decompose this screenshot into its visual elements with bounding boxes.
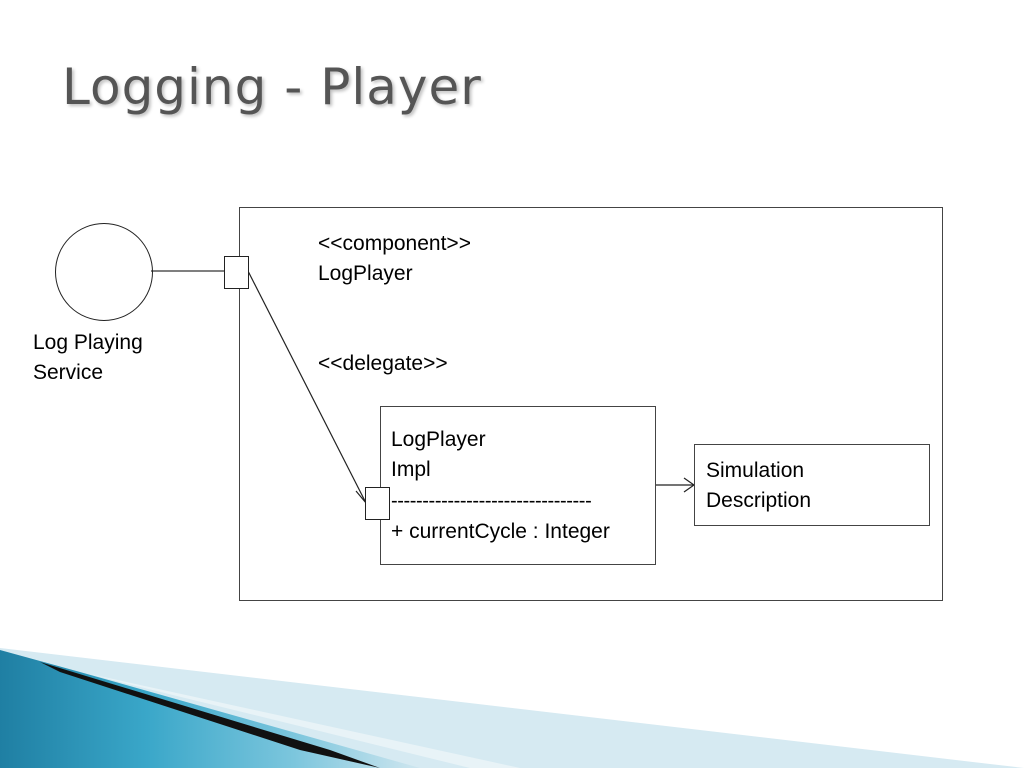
impl-class-name-line2: Impl <box>391 458 431 481</box>
swoosh-teal <box>0 650 420 768</box>
interface-label-line1: Log Playing <box>33 331 143 354</box>
component-port <box>224 256 249 289</box>
delegate-stereotype: <<delegate>> <box>318 352 448 375</box>
delegate-connector <box>247 270 367 504</box>
impl-class-attribute: + currentCycle : Integer <box>391 520 610 543</box>
impl-class-separator: -------------------------------- <box>391 490 592 512</box>
decorative-swoosh <box>0 648 1024 768</box>
impl-class-name-line1: LogPlayer <box>391 428 486 451</box>
simulation-description-box <box>694 444 930 526</box>
interface-label-line2: Service <box>33 361 104 384</box>
simulation-description-line2: Description <box>706 489 812 512</box>
swoosh-highlight <box>90 674 520 768</box>
swoosh-dark <box>40 662 380 768</box>
slide-title: Logging - Player <box>62 58 482 116</box>
component-name: LogPlayer <box>318 262 413 285</box>
simulation-description-line1: Simulation <box>706 459 805 482</box>
impl-class-box <box>380 406 656 565</box>
component-stereotype: <<component>> <box>318 232 471 255</box>
component-box <box>239 207 943 601</box>
interface-circle <box>55 223 153 321</box>
impl-port <box>365 487 390 520</box>
